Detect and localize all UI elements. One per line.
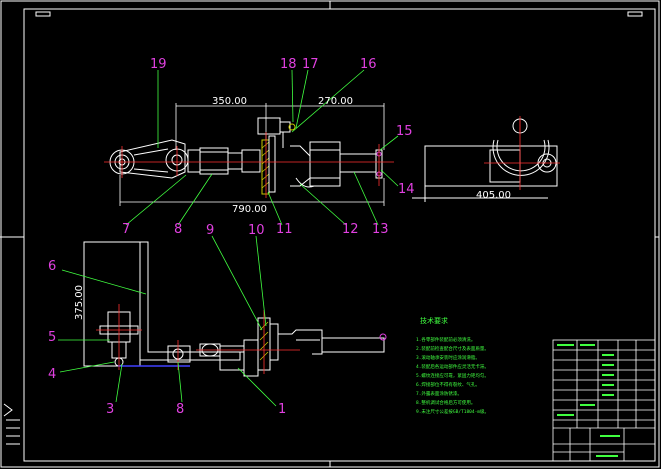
flange-plate-11: [261, 135, 276, 195]
leader-lines: [58, 69, 399, 407]
dimension-side-width: 405.00: [476, 190, 511, 201]
part-label: 11: [276, 222, 293, 237]
note-line: 3.滚动轴承安装时应涂润滑脂。: [416, 354, 480, 361]
side-view: [412, 116, 560, 202]
note-line: 4.装配后各运动部件应灵活无卡滞。: [416, 363, 489, 370]
note-line: 5.螺纹连接应可靠，紧固力矩均匀。: [416, 372, 489, 379]
part-label: 3: [106, 402, 114, 417]
note-line: 8.整机调试合格后方可使用。: [416, 399, 475, 406]
drive-unit-8: [167, 339, 259, 377]
note-line: 1.各零部件装配前必须清洗。: [416, 336, 475, 343]
dimension-vertical-height: 375.00: [74, 285, 85, 320]
part-label: 18: [280, 57, 297, 72]
motor-block-17: [257, 117, 296, 148]
side-view-center-lines: [484, 116, 560, 190]
flange-hatched-9: [257, 317, 279, 371]
part-label: 9: [206, 223, 214, 238]
part-label: 10: [248, 223, 265, 238]
part-label: 7: [122, 222, 130, 237]
front-view: [83, 241, 387, 377]
part-label: 4: [48, 367, 56, 382]
note-line: 9.未注尺寸公差按GB/T1804-m级。: [416, 408, 489, 415]
part-label: 6: [48, 259, 56, 274]
dimension-texts: 350.00 270.00 790.00 405.00 375.00: [74, 96, 511, 320]
part-label: 12: [342, 222, 359, 237]
notes-heading: 技术要求: [420, 316, 448, 325]
part-label: 5: [48, 330, 56, 345]
top-view-dimension-lines: [119, 103, 385, 206]
title-block: [552, 339, 656, 462]
top-view: [104, 103, 394, 206]
top-view-center-lines: [104, 132, 394, 198]
dimension-top-span: 350.00: [212, 96, 247, 107]
part-number-labels: 19 18 17 16 15 14 7 8 11 12 13 9 10 6 5 …: [48, 57, 415, 417]
title-block-fill: [557, 344, 620, 457]
cylinder-body-8: [187, 147, 261, 175]
column-post-6: [83, 241, 241, 367]
part-label: 1: [278, 402, 286, 417]
front-view-center-lines: [96, 304, 300, 374]
gripper-front-view: [278, 329, 387, 355]
part-label: 19: [150, 57, 167, 72]
part-label: 16: [360, 57, 377, 72]
part-label: 14: [398, 182, 415, 197]
gripper-assembly-13: [290, 141, 383, 188]
part-label: 8: [176, 402, 184, 417]
part-label: 15: [396, 124, 413, 139]
dimension-right-span: 270.00: [318, 96, 353, 107]
part-label: 8: [174, 222, 182, 237]
technical-requirements: 技术要求 1.各零部件装配前必须清洗。 2.装配前检查配合尺寸及表面质量。 3.…: [416, 316, 489, 415]
part-label: 13: [372, 222, 389, 237]
note-line: 7.外露表面涂防锈漆。: [416, 390, 462, 397]
note-line: 6.焊接部位不得有裂纹、气孔。: [416, 381, 480, 388]
dimension-overall-length: 790.00: [232, 204, 267, 215]
note-line: 2.装配前检查配合尺寸及表面质量。: [416, 345, 489, 352]
part-label: 17: [302, 57, 319, 72]
